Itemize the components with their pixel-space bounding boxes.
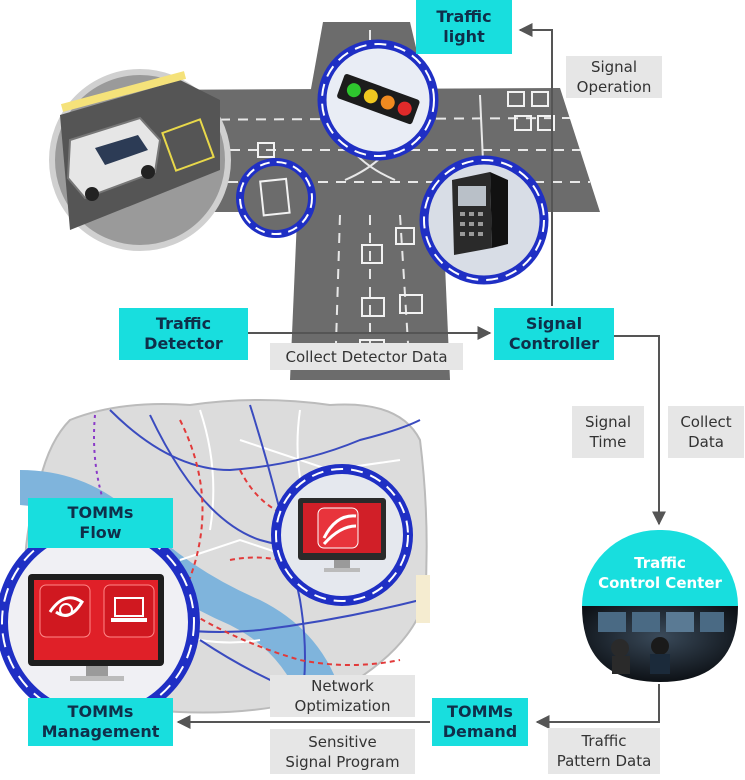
tomms-app-icon bbox=[0, 520, 200, 724]
control-room-image bbox=[582, 606, 738, 682]
detector-loop-icon bbox=[236, 158, 316, 238]
arrow-controller-to-light bbox=[518, 23, 553, 306]
collect-data-label: Collect Data bbox=[668, 406, 744, 458]
tomms-demand-label: TOMMs Demand bbox=[432, 698, 528, 746]
car-icon bbox=[49, 69, 231, 251]
signal-time-label: Signal Time bbox=[572, 406, 644, 458]
arrow-controller-to-tcc bbox=[614, 335, 666, 526]
signal-operation-label: Signal Operation bbox=[566, 56, 662, 98]
traffic-pattern-data-label: Traffic Pattern Data bbox=[548, 728, 660, 774]
traffic-light-label: Traffic light bbox=[416, 0, 512, 54]
connectors bbox=[176, 23, 666, 729]
collect-detector-data-label: Collect Detector Data bbox=[270, 343, 463, 370]
monitor-icon bbox=[271, 464, 413, 606]
traffic-light-icon bbox=[317, 39, 439, 161]
traffic-detector-label: Traffic Detector bbox=[119, 308, 248, 360]
signal-cabinet-icon bbox=[419, 155, 549, 285]
signal-controller-label: Signal Controller bbox=[494, 308, 614, 360]
arrow-tcc-to-demand bbox=[535, 684, 660, 729]
tomms-management-label: TOMMs Management bbox=[28, 698, 173, 746]
tomms-flow-label: TOMMs Flow bbox=[28, 498, 173, 548]
sensitive-signal-program-label: Sensitive Signal Program bbox=[270, 729, 415, 774]
network-optimization-label: Network Optimization bbox=[270, 675, 415, 717]
